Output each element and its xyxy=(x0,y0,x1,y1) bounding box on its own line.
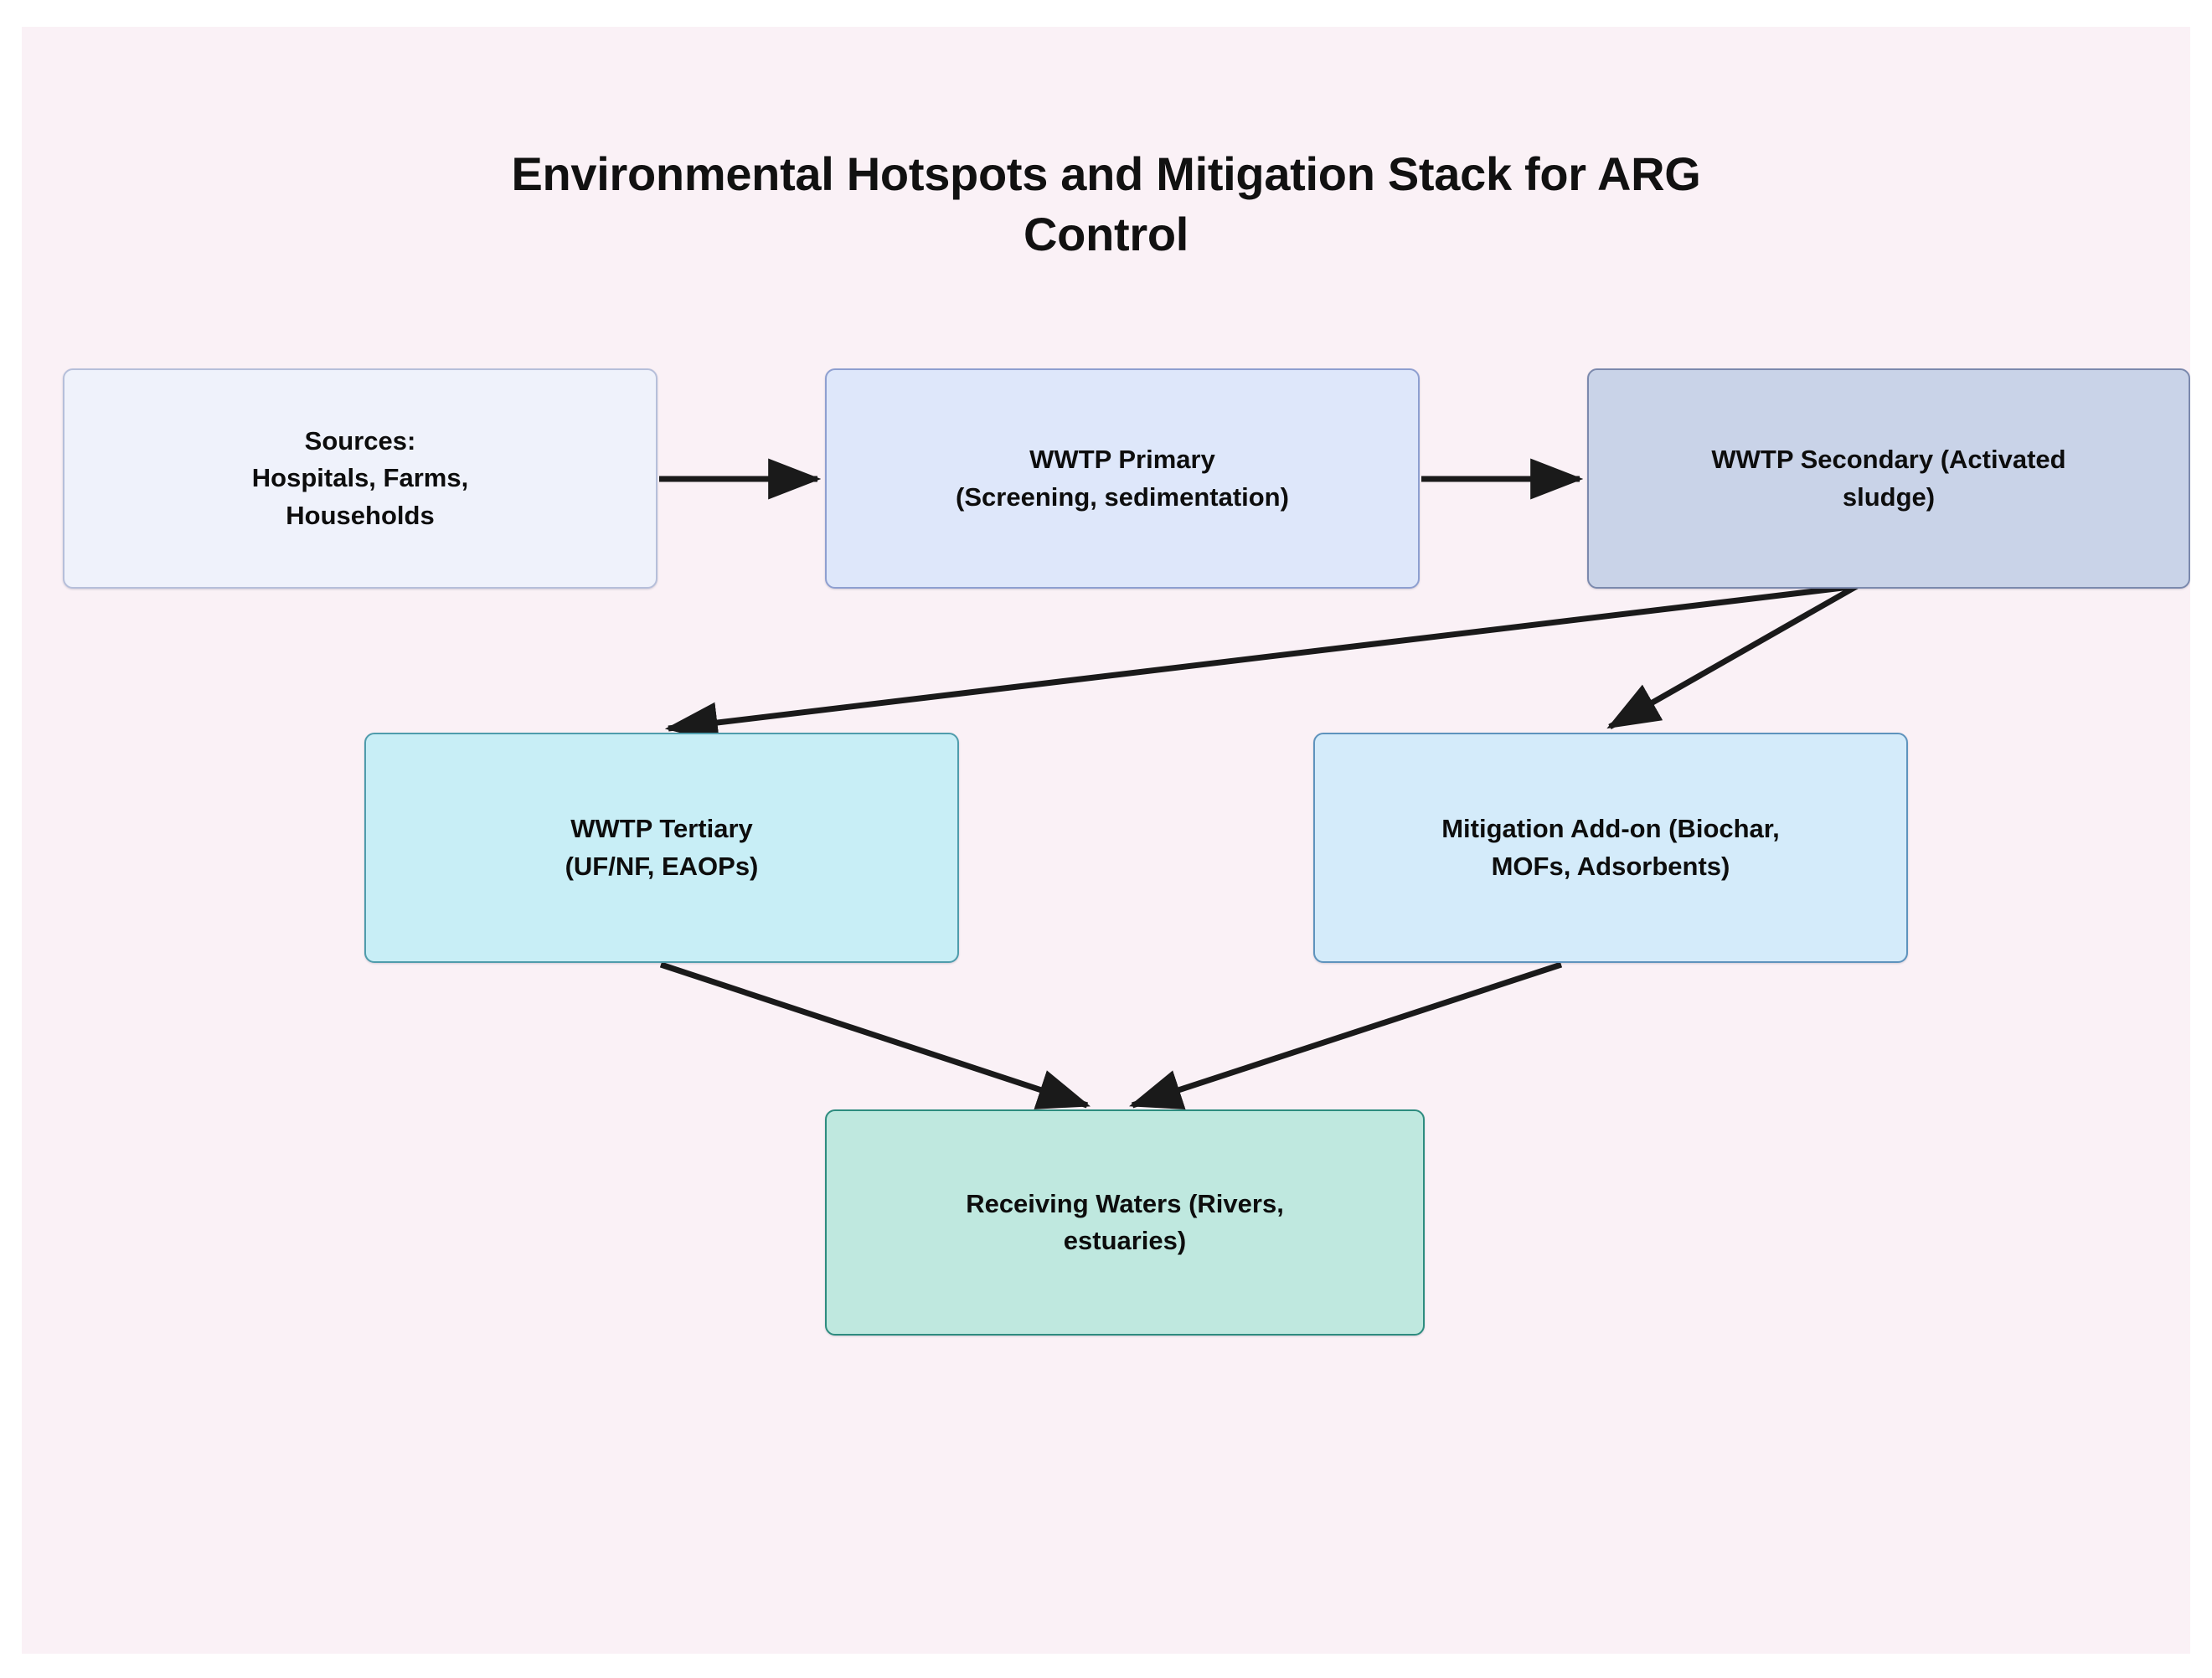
diagram-canvas: Environmental Hotspots and Mitigation St… xyxy=(22,27,2190,1654)
node-wwtp-primary-label: WWTP Primary (Screening, sedimentation) xyxy=(956,445,1289,512)
diagram-title: Environmental Hotspots and Mitigation St… xyxy=(511,147,1701,260)
node-mitigation-addon-label: Mitigation Add-on (Biochar, MOFs, Adsorb… xyxy=(1441,814,1780,881)
edge-secondary-to-tertiary xyxy=(664,583,1858,744)
node-sources[interactable]: Sources: Hospitals, Farms, Households xyxy=(63,368,657,589)
node-sources-label: Sources: Hospitals, Farms, Households xyxy=(251,426,469,530)
node-receiving-waters-label: Receiving Waters (Rivers, estuaries) xyxy=(966,1188,1284,1255)
node-wwtp-primary[interactable]: WWTP Primary (Screening, sedimentation) xyxy=(825,368,1420,589)
node-wwtp-secondary-label: WWTP Secondary (Activated sludge) xyxy=(1711,445,2066,512)
edge-tertiary-to-receiving xyxy=(659,961,1091,1109)
node-wwtp-secondary[interactable]: WWTP Secondary (Activated sludge) xyxy=(1587,368,2190,589)
node-receiving-waters[interactable]: Receiving Waters (Rivers, estuaries) xyxy=(825,1109,1425,1336)
edge-secondary-to-mitigation xyxy=(1606,583,1859,730)
node-mitigation-addon[interactable]: Mitigation Add-on (Biochar, MOFs, Adsorb… xyxy=(1313,733,1908,963)
node-wwtp-tertiary[interactable]: WWTP Tertiary (UF/NF, EAOPs) xyxy=(364,733,959,963)
edge-mitigation-to-receiving xyxy=(1129,961,1563,1109)
node-wwtp-tertiary-label: WWTP Tertiary (UF/NF, EAOPs) xyxy=(565,814,759,881)
